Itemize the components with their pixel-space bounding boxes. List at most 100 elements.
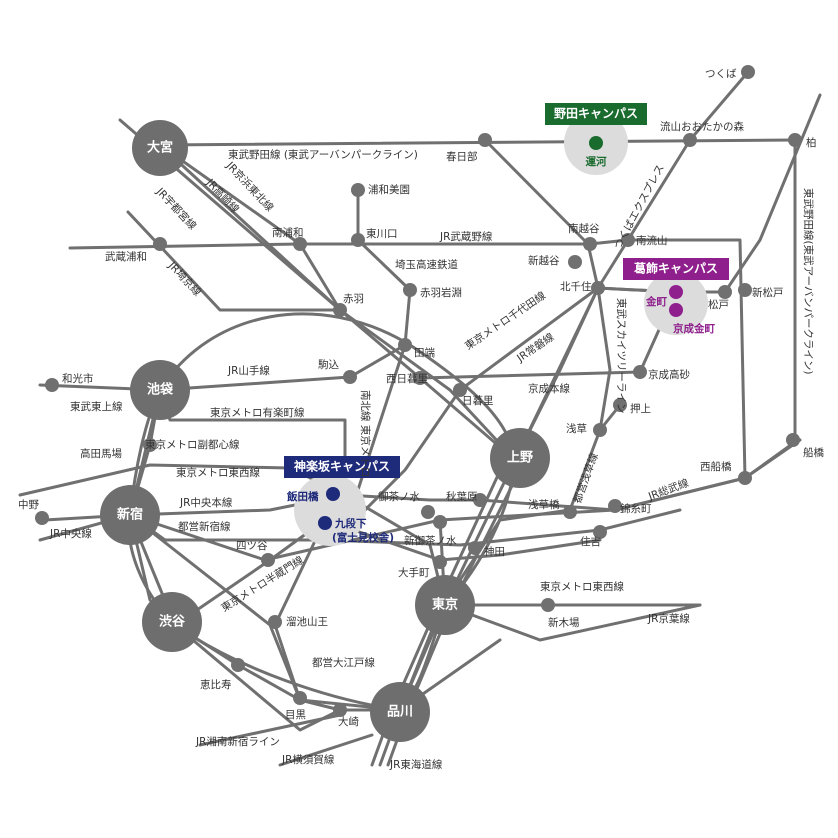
station-label: 田端 [414,346,435,359]
station-marker[interactable] [718,285,732,299]
station-label: 武蔵浦和 [105,250,147,263]
line-label: JR東海道線 [389,758,443,771]
station-marker[interactable] [563,505,577,519]
station-label: 御茶ノ水 [378,490,420,503]
tobu-noda-line [158,138,797,147]
line-label: 東京メトロ有楽町線 [210,406,305,419]
station-label: 目黒 [285,709,306,721]
hub-ueno[interactable]: 上野 [490,428,550,488]
station-marker[interactable] [738,283,752,297]
station-label-keisei-kanamachi: 京成金町 [673,322,715,335]
station-marker[interactable] [231,658,245,672]
kagurazaka-campus-station-dot-2[interactable] [318,516,332,530]
jr-keiyo-line [443,603,702,642]
kagurazaka-campus-station-dot[interactable] [326,487,340,501]
station-marker[interactable] [433,555,447,569]
station-label: 恵比寿 [200,678,232,691]
line-label: JR中央線 [49,527,92,540]
hub-tokyo[interactable]: 東京 [415,575,475,635]
line-label: 都営新宿線 [178,520,231,533]
station-marker[interactable] [398,338,412,352]
line-label: 都営浅草線 [571,451,601,505]
jr-musashino-line [68,238,747,480]
station-marker[interactable] [468,541,482,555]
station-marker[interactable] [583,237,597,251]
kagurazaka-campus-halo [294,474,366,546]
station-label: 松戸 [708,298,729,311]
station-label: 京成高砂 [648,368,690,381]
station-marker[interactable] [433,515,447,529]
station-marker[interactable] [541,598,555,612]
line-label: 東武野田線 (東武アーバンパークライン) [228,148,418,161]
station-label: 新御茶ノ水 [404,534,457,547]
kagurazaka-campus[interactable]: 神楽坂キャンパス 飯田橋 九段下 (富士見校舎) [284,456,400,544]
station-marker[interactable] [268,615,282,629]
line-label: 東武東上線 [70,400,123,413]
station-label: 新松戸 [752,286,784,299]
station-marker[interactable] [333,303,347,317]
station-marker[interactable] [621,233,635,247]
station-marker[interactable] [453,383,467,397]
station-label: 大手町 [398,566,430,579]
station-labels: つくば 流山おおたかの森 柏 春日部 浦和美園 南浦和 東川口 南越谷 南流山 … [18,68,824,728]
station-marker[interactable] [738,471,752,485]
station-marker[interactable] [403,283,417,297]
station-marker[interactable] [413,371,427,385]
line-label: JR横須賀線 [281,753,335,766]
katsushika-campus-station-dot-2[interactable] [669,303,683,317]
line-label: 東京メトロ東西線 [176,466,260,479]
katsushika-campus[interactable]: 葛飾キャンパス 金町 京成金町 [623,258,729,335]
station-marker[interactable] [351,183,365,197]
jr-shonan-stub [198,713,342,747]
hub-ikebukuro[interactable]: 池袋 [130,360,190,420]
station-label: 秋葉原 [446,490,478,503]
jr-yokosuka-stub [278,733,374,767]
station-marker[interactable] [473,493,487,507]
station-marker[interactable] [261,553,275,567]
station-label: 流山おおたかの森 [660,120,744,133]
station-label: 西日暮里 [386,372,428,385]
noda-campus-station-dot[interactable] [589,136,603,150]
station-label: 北千住 [560,280,592,293]
station-label: 南流山 [636,234,668,247]
katsushika-campus-title-box [623,258,729,280]
line-label: 東京メトロ東西線 [540,580,624,593]
station-marker[interactable] [788,133,802,147]
katsushika-campus-station-dot[interactable] [669,285,683,299]
hub-shinjuku[interactable]: 新宿 [100,485,160,545]
station-marker[interactable] [293,691,307,705]
hub-shibuya[interactable]: 渋谷 [142,592,202,652]
station-marker[interactable] [593,423,607,437]
station-marker[interactable] [608,499,622,513]
station-marker[interactable] [568,255,582,269]
line-label: 東武スカイツリーライン [615,298,628,414]
kagurazaka-campus-title-box [284,456,400,478]
station-marker[interactable] [683,133,697,147]
station-marker[interactable] [421,505,435,519]
line-label: 都営大江戸線 [312,656,375,669]
station-marker[interactable] [478,133,492,147]
noda-campus[interactable]: 野田キャンパス 運河 [545,103,647,168]
station-marker[interactable] [741,65,755,79]
station-marker[interactable] [343,370,357,384]
katsushika-campus-title: 葛飾キャンパス [633,261,718,276]
station-marker[interactable] [591,281,605,295]
hub-shinagawa[interactable]: 品川 [370,682,430,742]
hub-label: 大宮 [147,140,173,156]
station-marker[interactable] [613,398,627,412]
station-marker[interactable] [143,438,157,452]
station-marker[interactable] [351,233,365,247]
station-marker[interactable] [633,365,647,379]
noda-campus-title-box [545,103,647,125]
station-marker[interactable] [35,511,49,525]
station-marker[interactable] [45,378,59,392]
hub-label: 渋谷 [159,614,186,630]
station-marker[interactable] [333,703,347,717]
station-label: 柏 [806,136,817,149]
station-label: 春日部 [446,150,478,163]
station-marker[interactable] [153,237,167,251]
hub-omiya[interactable]: 大宮 [132,120,188,176]
station-marker[interactable] [786,433,800,447]
station-marker[interactable] [593,525,607,539]
station-marker[interactable] [293,237,307,251]
